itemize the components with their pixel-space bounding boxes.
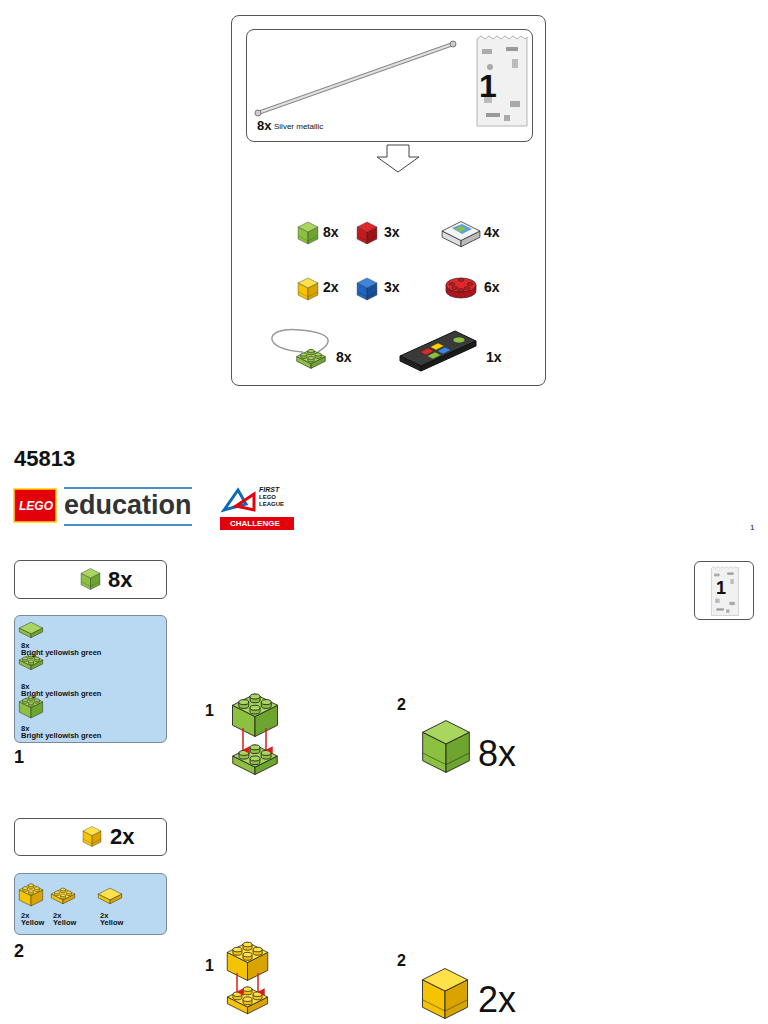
logo-text: LEAGUE	[259, 501, 284, 507]
logo-text: FIRST	[259, 486, 279, 493]
step-count: 8x	[108, 569, 132, 591]
part-color: Yellow	[21, 919, 44, 927]
brand-text: education	[64, 492, 192, 519]
substep-number: 1	[205, 703, 214, 719]
page-number: 1	[750, 524, 754, 532]
substep-number: 2	[397, 697, 406, 713]
quantity-callout: 8x	[478, 736, 516, 772]
part-color: Bright yellowish green	[21, 690, 101, 698]
bag-number-box: 1	[694, 561, 754, 620]
bag-number: 1	[479, 70, 497, 102]
part-count: 3x	[384, 225, 400, 239]
part-color: Bright yellowish green	[21, 732, 101, 740]
part-count: 8x	[336, 350, 352, 364]
part-color: Bright yellowish green	[21, 649, 101, 657]
part-count: 3x	[384, 280, 400, 294]
part-color: Yellow	[53, 919, 76, 927]
logo-text: LEGO	[19, 500, 53, 512]
bag-number: 1	[716, 579, 726, 597]
step-number: 1	[14, 748, 24, 766]
substep-number: 2	[397, 953, 406, 969]
step-number: 2	[14, 942, 24, 960]
parts-list-box: 2xYellow2xYellow2xYellow	[14, 873, 167, 935]
part-count: 8x	[257, 119, 271, 132]
parts-list-box: 8xBright yellowish green8xBright yellowi…	[14, 615, 167, 743]
step-header-box: 2x	[14, 818, 167, 856]
step-header-box: 8x	[14, 560, 167, 599]
part-count: 8x	[323, 225, 339, 239]
part-color: Silver metallic	[274, 123, 323, 131]
part-count: 1x	[486, 350, 502, 364]
step-count: 2x	[110, 826, 134, 848]
parts-panel: 8x3x4x2x3x6x8x1x8xSilver metallic1	[231, 15, 546, 386]
substep-number: 1	[205, 958, 214, 974]
part-count: 4x	[484, 225, 500, 239]
part-count: 6x	[484, 280, 500, 294]
logo-text: LEGO	[259, 494, 276, 500]
part-count: 2x	[323, 280, 339, 294]
part-color: Yellow	[100, 919, 123, 927]
quantity-callout: 2x	[478, 982, 516, 1018]
set-number: 45813	[14, 448, 75, 470]
bag-contents-box: 8xSilver metallic 1	[246, 29, 533, 142]
logo-text: CHALLENGE	[230, 520, 280, 528]
